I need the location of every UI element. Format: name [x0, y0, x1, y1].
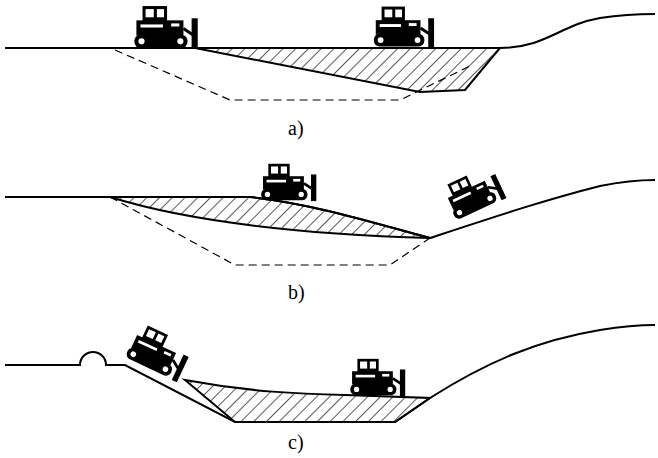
- panel-b: [5, 164, 655, 265]
- panel-label: c): [288, 432, 304, 452]
- panel-label: a): [288, 118, 304, 138]
- panel-label: b): [288, 282, 305, 302]
- panel-c: [5, 322, 655, 422]
- panel-a: [5, 6, 655, 100]
